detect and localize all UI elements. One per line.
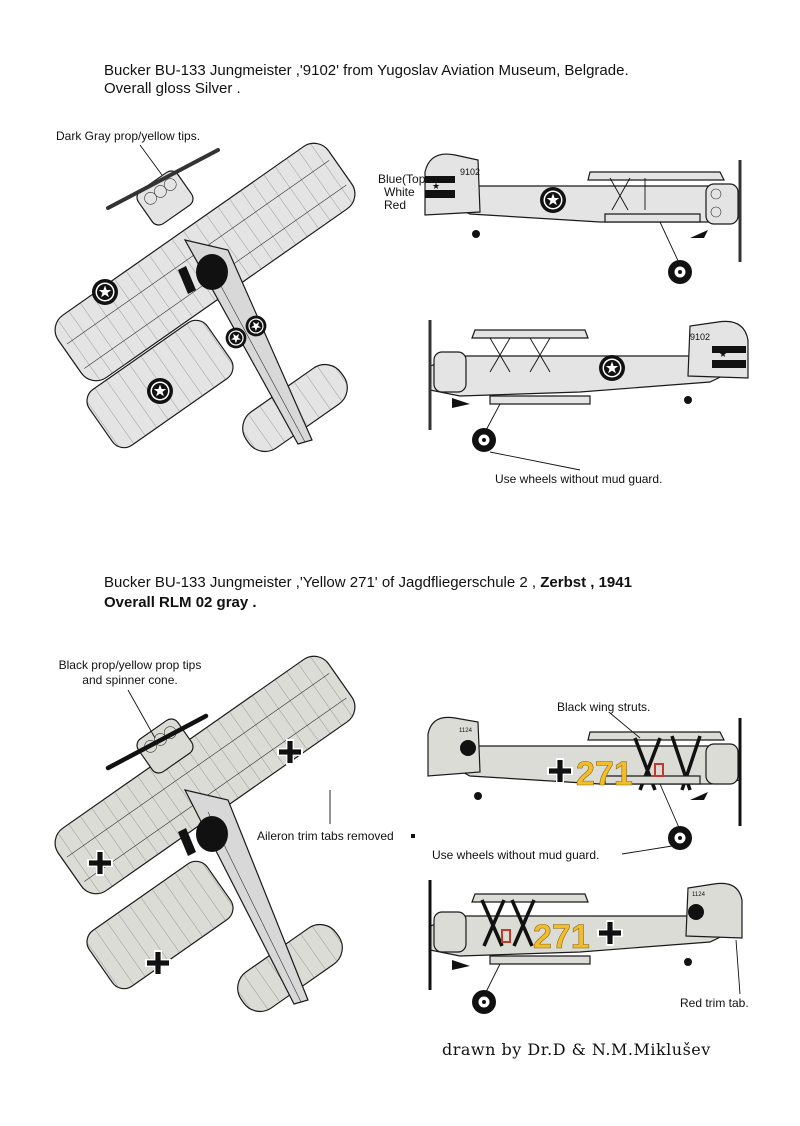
section2-red-tab-note: Red trim tab. — [680, 996, 749, 1010]
side-view-yugoslav-right: 9102 ★ — [424, 153, 742, 284]
section1-title-line1: Bucker BU-133 Jungmeister ,'9102' from Y… — [104, 62, 629, 79]
side-view-luftwaffe-right: 1124 271 — [427, 712, 742, 855]
rudder-note-red: Red — [384, 198, 407, 212]
section2-title-line2: Overall RLM 02 gray . — [104, 594, 257, 612]
fin-code-left: 1124 — [692, 892, 706, 898]
section2-title-main: Bucker BU-133 Jungmeister ,'Yellow 271' … — [104, 574, 541, 591]
serial-fin-right: 9102 — [460, 167, 480, 177]
section2-title-line1: Bucker BU-133 Jungmeister ,'Yellow 271' … — [104, 574, 632, 592]
side-view-yugoslav-left: 9102 ★ — [428, 320, 749, 471]
credit: drawn by Dr.D & N.M.Miklušev — [442, 1040, 711, 1059]
roundel-upper-wing — [92, 279, 118, 305]
section1-prop-note: Dark Gray prop/yellow tips. — [56, 129, 201, 143]
section1-title-line2: Overall gloss Silver . — [104, 80, 241, 97]
roundel-fuselage-right — [540, 187, 566, 213]
section2-prop-note-2: and spinner cone. — [82, 673, 178, 687]
fin-code-right: 1124 — [459, 728, 473, 734]
section2-trim-note: Aileron trim tabs removed — [257, 829, 394, 843]
section2-title-place: Zerbst , 1941 — [540, 574, 632, 591]
rudder-note-white: White — [384, 185, 415, 199]
section1-wheels-note: Use wheels without mud guard. — [495, 472, 663, 486]
section2-title-line2-text: Overall RLM 02 gray . — [104, 594, 257, 611]
side-view-luftwaffe-left: 1124 271 — [428, 880, 743, 1014]
plan-view-yugoslav — [54, 142, 356, 453]
plan-view-luftwaffe — [54, 655, 415, 1013]
serial-fin-left: 9102 — [690, 332, 710, 342]
section2-struts-note: Black wing struts. — [557, 700, 651, 714]
svg-text:★: ★ — [719, 349, 727, 359]
fuselage-code-right: 271 — [576, 755, 633, 793]
rudder-note-blue: Blue(Top) — [378, 172, 430, 186]
svg-text:★: ★ — [432, 181, 440, 191]
section2-prop-note-1: Black prop/yellow prop tips — [58, 658, 202, 672]
roundel-lower-wing — [147, 378, 173, 404]
fuselage-code-left: 271 — [533, 918, 590, 956]
section2-wheels-note: Use wheels without mud guard. — [432, 848, 600, 862]
roundel-fuselage-left — [599, 355, 625, 381]
